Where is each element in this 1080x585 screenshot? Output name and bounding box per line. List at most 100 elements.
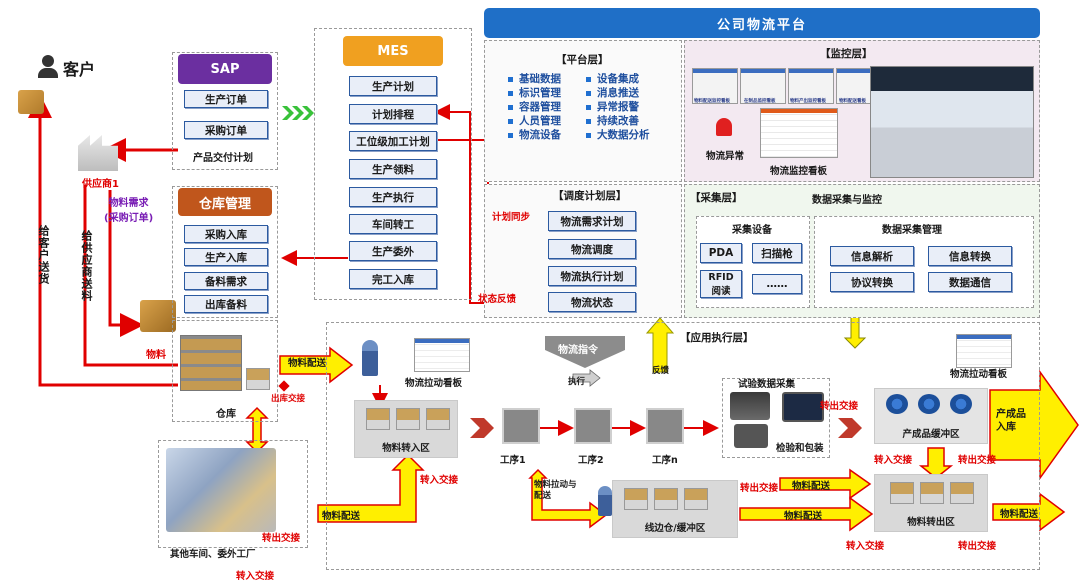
process-step-2[interactable] xyxy=(574,408,612,444)
worker-icon-2 xyxy=(598,486,612,516)
sap-production-order[interactable]: 生产订单 xyxy=(184,90,268,108)
mes-item-6[interactable]: 车间转工 xyxy=(349,214,437,234)
sap-purchase-order[interactable]: 采购订单 xyxy=(184,121,268,139)
process-step-1[interactable] xyxy=(502,408,540,444)
dispatch-item-2[interactable]: 物流调度 xyxy=(548,239,636,259)
feedback-label: 反馈 xyxy=(652,366,670,376)
alarm-icon xyxy=(716,118,732,136)
in-zone-cart-2 xyxy=(396,408,420,430)
pull-board-label-2: 物流拉动看板 xyxy=(950,369,1008,380)
thumb-caption-4: 物料配送看板 xyxy=(839,99,866,104)
platform-right-item[interactable]: 设备集成 xyxy=(586,72,650,86)
mes-item-5[interactable]: 生产执行 xyxy=(349,187,437,207)
wm-production-in[interactable]: 生产入库 xyxy=(184,248,268,266)
product-stack-3 xyxy=(950,394,972,414)
platform-right-item[interactable]: 持续改善 xyxy=(586,114,650,128)
inspect-to-out-arrow xyxy=(779,468,872,500)
workshop-image xyxy=(166,448,276,532)
product-stack-2 xyxy=(918,394,940,414)
sap-mes-chevrons xyxy=(282,106,314,120)
out-zone-delivery-label: 物料配送 xyxy=(1000,509,1039,520)
buffer-to-out-arrow xyxy=(739,496,874,532)
mgmt-protocol[interactable]: 协议转换 xyxy=(830,272,914,292)
in-zone-cart-3 xyxy=(426,408,450,430)
process-step-n[interactable] xyxy=(646,408,684,444)
mgmt-comm[interactable]: 数据通信 xyxy=(928,272,1012,292)
platform-left-item[interactable]: 物流设备 xyxy=(508,128,561,142)
warehouse-label: 仓库 xyxy=(216,409,236,420)
mes-item-4[interactable]: 生产领料 xyxy=(349,159,437,179)
pack-image xyxy=(734,424,768,448)
mes-item-8[interactable]: 完工入库 xyxy=(349,269,437,289)
monitor-board-screen[interactable] xyxy=(760,108,838,158)
out-zone-cart-2 xyxy=(920,482,944,504)
device-pda[interactable]: PDA xyxy=(700,243,742,263)
pull-board-screen[interactable] xyxy=(414,338,470,372)
execution-layer-panel xyxy=(326,322,1040,570)
execution-layer-title: 【应用执行层】 xyxy=(680,332,754,344)
out-zone-cart-3 xyxy=(950,482,974,504)
deliver-to-customer-label: 给客户送货 xyxy=(37,225,50,285)
mes-item-7[interactable]: 生产委外 xyxy=(349,241,437,261)
in-zone-cart-1 xyxy=(366,408,390,430)
warehouse-cart xyxy=(246,368,270,390)
feedback-up-arrow xyxy=(645,317,675,373)
inspect-delivery-label: 物料配送 xyxy=(792,481,831,492)
warehouse-shelves-icon xyxy=(180,335,242,391)
dispatch-layer-title: 【调度计划层】 xyxy=(553,190,627,202)
platform-left-item[interactable]: 基础数据 xyxy=(508,72,561,86)
platform-right-item[interactable]: 大数据分析 xyxy=(586,128,650,142)
product-to-store-arrow xyxy=(989,369,1079,481)
mgmt-convert[interactable]: 信息转换 xyxy=(928,246,1012,266)
platform-layer-title: 【平台层】 xyxy=(556,54,609,66)
monitor-thumb-1[interactable] xyxy=(692,68,738,104)
inspection-panel xyxy=(722,378,830,458)
mes-item-1[interactable]: 生产计划 xyxy=(349,76,437,96)
deliver-to-customer-line xyxy=(28,94,178,387)
platform-right-item[interactable]: 消息推送 xyxy=(586,86,650,100)
pull-board-screen-2[interactable] xyxy=(956,334,1012,368)
device-more[interactable]: …… xyxy=(752,274,802,294)
platform-left-item[interactable]: 标识管理 xyxy=(508,86,561,100)
sap-title: SAP xyxy=(178,54,272,84)
thumb-caption-1: 物料配送监控看板 xyxy=(694,99,730,104)
wm-out-prepare[interactable]: 出库备料 xyxy=(184,295,268,313)
customer-icon xyxy=(38,55,58,79)
mgmt-parse[interactable]: 信息解析 xyxy=(830,246,914,266)
dispatch-item-3[interactable]: 物流执行计划 xyxy=(548,266,636,286)
product-in-transfer: 转入交接 xyxy=(874,455,913,466)
tablet-image xyxy=(782,392,824,422)
step-n-label: 工序n xyxy=(652,455,678,466)
device-scanner[interactable]: 扫描枪 xyxy=(752,243,802,263)
dispatch-item-4[interactable]: 物流状态 xyxy=(548,292,636,312)
data-collect-monitor-label: 数据采集与监控 xyxy=(812,195,882,206)
warehouse-mgmt-title: 仓库管理 xyxy=(178,188,272,216)
monitor-thumb-3[interactable] xyxy=(788,68,834,104)
monitor-thumb-2[interactable] xyxy=(740,68,786,104)
supplier-label: 供应商1 xyxy=(82,179,119,190)
test-collect-label: 试验数据采集 xyxy=(738,379,796,390)
command-label: 物流指令 xyxy=(558,345,598,356)
wm-material-demand[interactable]: 备料需求 xyxy=(184,272,268,290)
dispatch-item-1[interactable]: 物流需求计划 xyxy=(548,211,636,231)
out-zone-right-arrow xyxy=(992,492,1066,532)
platform-right-item[interactable]: 异常报警 xyxy=(586,100,650,114)
product-to-out-arrow xyxy=(918,447,954,479)
platform-left-item[interactable]: 人员管理 xyxy=(508,114,561,128)
logistics-exception-label: 物流异常 xyxy=(706,151,745,162)
mes-item-2[interactable]: 计划排程 xyxy=(349,104,437,124)
platform-grey-arrow-down xyxy=(545,336,625,368)
material-in-zone-label: 物料转入区 xyxy=(382,443,430,454)
pull-delivery-label: 物料拉动与配送 xyxy=(534,480,577,501)
material-box-icon xyxy=(140,300,176,332)
sap-panel xyxy=(172,52,278,170)
device-rfid[interactable]: RFID 阅读 xyxy=(700,270,742,298)
sap-caption: 产品交付计划 xyxy=(193,153,253,164)
mes-item-3[interactable]: 工位级加工计划 xyxy=(349,131,437,151)
warehouse-other-arrow xyxy=(245,406,269,454)
material-delivery-label-2: 物料配送 xyxy=(322,511,361,522)
wm-purchase-in[interactable]: 采购入库 xyxy=(184,225,268,243)
platform-left-item[interactable]: 容器管理 xyxy=(508,100,561,114)
test-device-image xyxy=(730,392,770,420)
